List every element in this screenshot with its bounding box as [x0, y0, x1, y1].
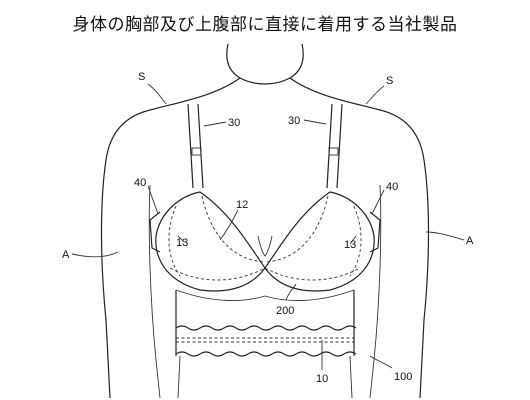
- left-strap: [187, 103, 204, 189]
- underband-body: [175, 290, 355, 326]
- label-30-right: 30: [288, 115, 300, 127]
- label-a-right: A: [466, 235, 474, 247]
- left-shoulder-outline: [100, 77, 241, 399]
- leader-100: [369, 355, 393, 369]
- right-side-tab: [369, 211, 381, 253]
- right-shoulder-outline: [289, 77, 430, 399]
- center-gore: [257, 235, 273, 257]
- right-strap-adjuster: [328, 147, 339, 156]
- hem-sides: [175, 326, 355, 356]
- left-side-tab: [149, 211, 161, 253]
- left-arm-inner-line: [148, 184, 161, 399]
- label-10: 10: [316, 373, 328, 385]
- leader-13-right: [349, 235, 357, 245]
- right-cup-outline: [264, 191, 375, 292]
- label-13-left: 13: [176, 237, 188, 249]
- label-100: 100: [394, 371, 412, 383]
- leader-s-left: [147, 83, 167, 105]
- label-12: 12: [236, 199, 248, 211]
- torso-lower: [177, 355, 353, 399]
- label-200: 200: [276, 305, 294, 317]
- label-30-left: 30: [228, 117, 240, 129]
- leader-40-left: [147, 185, 159, 215]
- leader-30-left: [203, 121, 227, 127]
- label-s-right: S: [386, 75, 393, 87]
- figure-title: 身体の胸部及び上腹部に直接に着用する当社製品: [72, 15, 458, 35]
- leader-40-right: [371, 189, 385, 215]
- label-40-left: 40: [134, 177, 146, 189]
- leader-12: [219, 209, 239, 241]
- underwire-dashed: [169, 267, 361, 281]
- neck-outline: [226, 43, 304, 85]
- leader-13-left: [177, 235, 185, 243]
- right-arm-inner-line: [369, 184, 382, 399]
- underband-curve: [175, 289, 355, 301]
- leader-30-right: [303, 119, 327, 125]
- right-side-panel: [349, 205, 362, 277]
- label-s-left: S: [138, 71, 145, 83]
- leader-s-right: [365, 85, 385, 105]
- right-cup-seam: [264, 195, 329, 263]
- leader-200: [285, 283, 297, 301]
- left-cup-outline: [155, 191, 266, 292]
- right-strap: [326, 103, 343, 189]
- leader-a-left: [71, 251, 119, 258]
- leader-a-right: [425, 231, 465, 241]
- hem-bottom-wave: [175, 351, 357, 357]
- label-a-left: A: [62, 249, 70, 261]
- label-40-right: 40: [386, 181, 398, 193]
- left-side-panel: [168, 205, 181, 277]
- label-13-right: 13: [344, 239, 356, 251]
- hem-top-wave: [175, 325, 357, 331]
- left-strap-adjuster: [191, 147, 202, 156]
- left-cup-seam: [201, 195, 266, 263]
